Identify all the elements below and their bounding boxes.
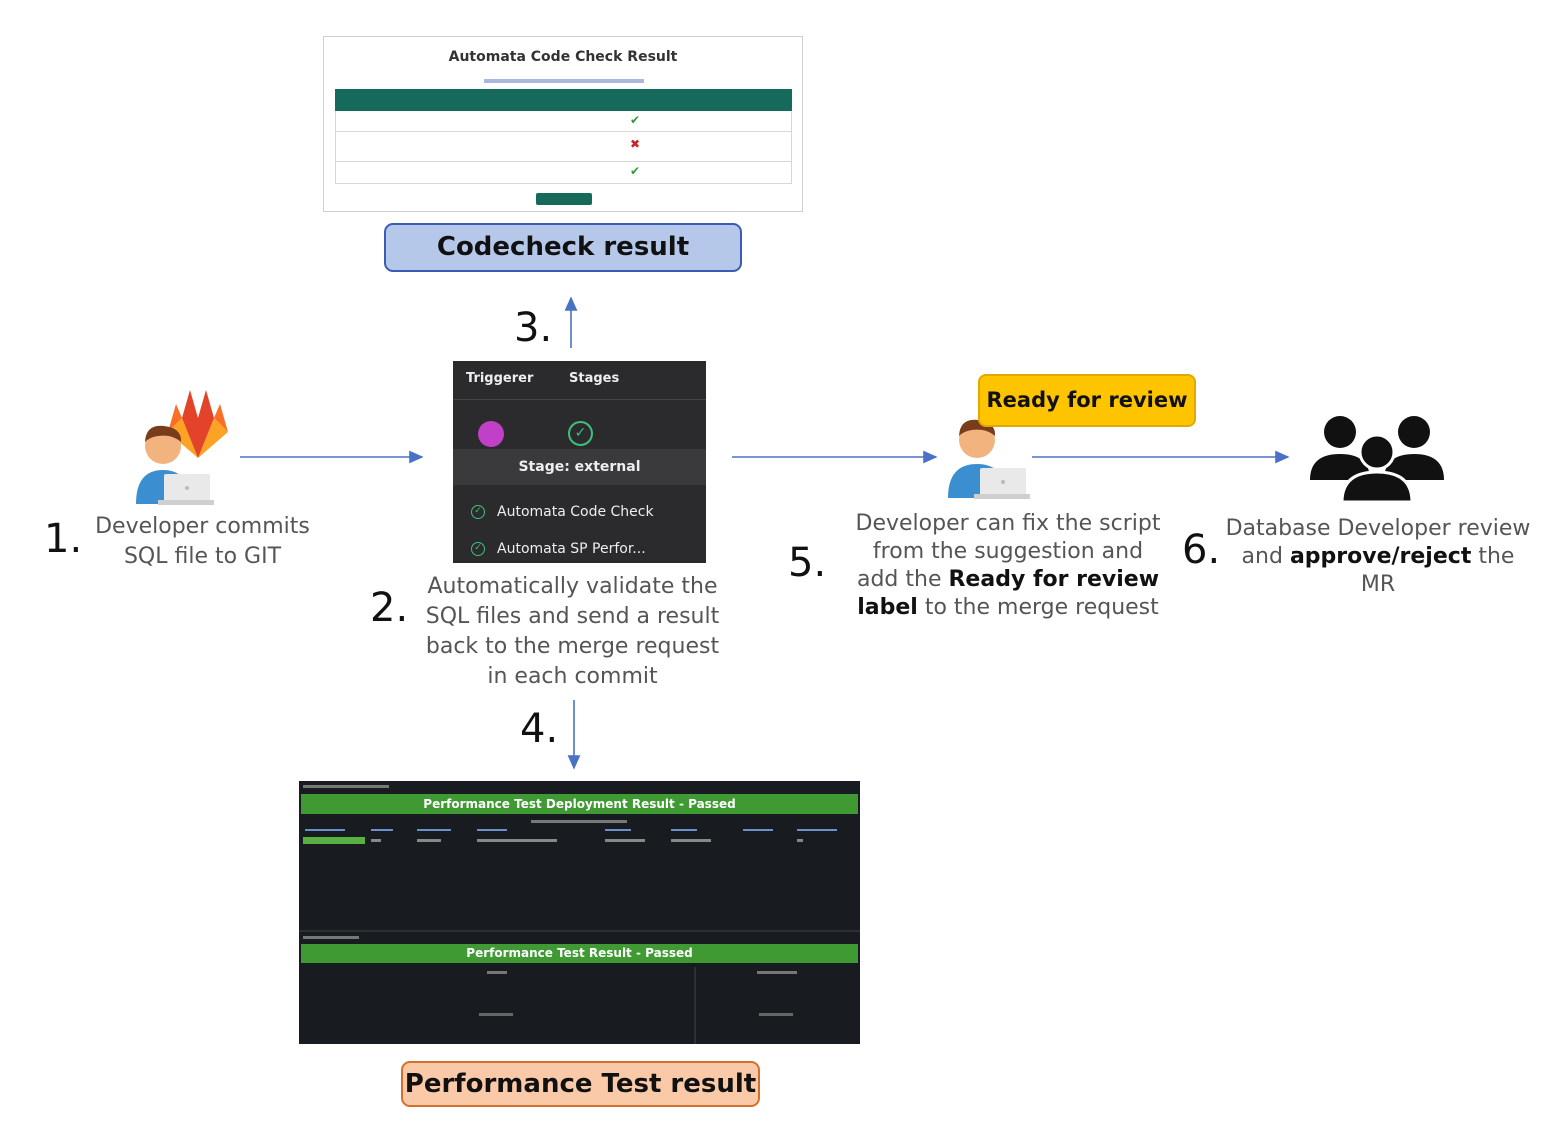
no-data-text <box>479 1013 513 1016</box>
step-5-line-4: label to the merge request <box>848 594 1168 622</box>
table-title-bar <box>531 820 627 823</box>
table-col <box>371 829 393 831</box>
check-icon: ✔ <box>630 113 641 127</box>
codecheck-row: ✔ <box>335 161 792 184</box>
step-5-line-1: Developer can fix the script <box>855 511 1161 536</box>
step-2-line-2: SQL files and send a result <box>425 604 720 629</box>
step-2-line-3: back to the merge request <box>425 634 720 659</box>
step-4-number: 4. <box>520 706 559 752</box>
cross-icon: ✖ <box>630 137 641 151</box>
codecheck-result-label: Codecheck result <box>384 223 742 272</box>
table-col <box>305 829 345 831</box>
developer-gitlab-icon <box>136 390 228 505</box>
table-col <box>671 829 697 831</box>
step-1-number: 1. <box>44 516 83 562</box>
step-5-line-2: from the suggestion and <box>872 539 1144 564</box>
step-6-line-2-text: and <box>1241 544 1290 569</box>
table-cell <box>605 839 645 842</box>
ready-for-review-label: Ready for review <box>978 374 1196 427</box>
step-6-line-2: and approve/reject the MR <box>1222 543 1534 599</box>
step-1-caption: Developer commits SQL file to GIT <box>80 512 325 572</box>
developer-group-icon <box>1310 416 1444 504</box>
step-5-line-3: add the Ready for review <box>848 566 1168 594</box>
step-6-line-1: Database Developer review <box>1225 516 1531 541</box>
codecheck-row: ✖ <box>335 131 792 162</box>
step-2-caption: Automatically validate the SQL files and… <box>405 572 740 692</box>
triggerer-avatar <box>478 421 504 447</box>
step-1-line-2: SQL file to GIT <box>123 544 282 569</box>
perf-test-header: Performance Test Result - Passed <box>301 944 858 963</box>
no-data-text <box>759 1013 793 1016</box>
job-check-icon: ✓ <box>471 505 485 519</box>
performance-screenshot: Performance Test Deployment Result - Pas… <box>299 781 860 1044</box>
table-cell <box>371 839 381 842</box>
pipeline-job-codecheck: Automata Code Check <box>497 504 654 520</box>
developer-icon <box>948 419 1030 499</box>
step-6-caption: Database Developer review and approve/re… <box>1222 515 1534 599</box>
pipeline-stage-name: Stage: external <box>453 449 706 485</box>
table-col <box>417 829 451 831</box>
step-2-number: 2. <box>370 585 409 631</box>
step-5-line-3-bold: Ready for review <box>948 567 1160 592</box>
passed-cell <box>303 837 365 844</box>
table-cell <box>797 839 803 842</box>
step-6-number: 6. <box>1182 527 1221 573</box>
column-title-bar <box>757 971 797 974</box>
performance-result-label: Performance Test result <box>401 1061 760 1107</box>
table-col <box>477 829 507 831</box>
table-cell <box>671 839 711 842</box>
panel-divider <box>694 967 696 1044</box>
step-5-line-4-bold: label <box>857 595 918 620</box>
codecheck-screenshot: Automata Code Check Result ✔ ✖ ✔ <box>323 36 803 212</box>
panel-title-bar <box>303 936 359 939</box>
step-5-line-3-text: add the <box>856 567 949 592</box>
codecheck-row: ✔ <box>335 111 792 132</box>
table-cell <box>477 839 557 842</box>
step-3-number: 3. <box>514 305 553 351</box>
step-6-line-2-tail: the MR <box>1360 544 1515 597</box>
step-2-line-1: Automatically validate the <box>427 574 718 599</box>
stage-check-icon: ✓ <box>568 421 593 446</box>
pipeline-screenshot: Triggerer Stages ✓ Stage: external ✓ Aut… <box>453 361 706 563</box>
panel-title-bar <box>303 785 389 788</box>
step-5-caption: Developer can fix the script from the su… <box>848 510 1168 622</box>
step-2-line-4: in each commit <box>487 664 658 689</box>
table-cell <box>417 839 441 842</box>
column-title-bar <box>487 971 507 974</box>
codecheck-button <box>536 193 592 205</box>
panel-separator <box>299 930 860 932</box>
pipeline-col-triggerer: Triggerer <box>466 371 534 386</box>
perf-deployment-header: Performance Test Deployment Result - Pas… <box>301 794 858 814</box>
step-5-number: 5. <box>788 540 827 586</box>
pipeline-job-sp-perf: Automata SP Perfor... <box>497 541 646 557</box>
codecheck-table-header <box>335 89 792 111</box>
table-col <box>605 829 631 831</box>
table-col <box>797 829 837 831</box>
step-6-line-2-bold: approve/reject <box>1289 544 1472 569</box>
step-5-line-4-text: to the merge request <box>917 595 1159 620</box>
codecheck-link-bar <box>484 79 644 83</box>
check-icon: ✔ <box>630 164 641 178</box>
pipeline-col-stages: Stages <box>569 371 620 386</box>
table-col <box>743 829 773 831</box>
codecheck-title: Automata Code Check Result <box>448 49 678 65</box>
step-1-line-1: Developer commits <box>95 514 310 539</box>
pipeline-divider <box>453 399 706 400</box>
job-check-icon: ✓ <box>471 542 485 556</box>
